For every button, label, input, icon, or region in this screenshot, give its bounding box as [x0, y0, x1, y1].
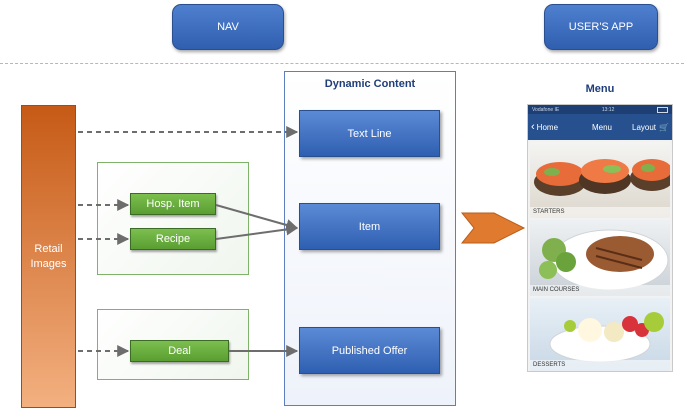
- tile-label-starters: STARTERS: [530, 207, 670, 218]
- text-line-box: Text Line: [299, 110, 440, 157]
- group-hosp-recipe: [97, 162, 249, 275]
- home-back-label: Home: [536, 122, 559, 132]
- layout-label: Layout: [632, 122, 657, 132]
- phone-nav-title: Menu: [591, 122, 612, 132]
- text-line-label: Text Line: [347, 127, 392, 140]
- hosp-item-box: Hosp. Item: [130, 193, 216, 215]
- nav-header-label: NAV: [217, 21, 239, 33]
- item-box: Item: [299, 203, 440, 250]
- phone-nav-bar: ‹ Home Menu Layout 🛒: [528, 114, 672, 140]
- users-app-header-label: USER'S APP: [568, 21, 634, 33]
- tile-desserts[interactable]: DESSERTS: [530, 298, 670, 371]
- phone-status-bar: Vodafone IE 13:12: [528, 105, 672, 114]
- layout-button[interactable]: Layout 🛒: [624, 123, 672, 132]
- published-offer-label: Published Offer: [331, 344, 408, 357]
- retail-label-line1: Retail: [34, 242, 63, 255]
- tile-main-courses[interactable]: MAIN COURSES: [530, 220, 670, 296]
- home-back-button[interactable]: ‹ Home: [528, 121, 580, 133]
- published-offer-box: Published Offer: [299, 327, 440, 374]
- deal-box: Deal: [130, 340, 229, 362]
- users-app-header-button[interactable]: USER'S APP: [544, 4, 658, 50]
- desserts-food-image: [549, 312, 664, 363]
- deal-label: Deal: [168, 345, 191, 357]
- orange-chevron-arrow: [460, 212, 526, 244]
- tile-label-desserts: DESSERTS: [530, 360, 670, 371]
- tile-label-main-courses: MAIN COURSES: [530, 285, 670, 296]
- starters-food-image: [534, 159, 670, 196]
- status-carrier: Vodafone IE: [532, 106, 560, 113]
- tile-starters[interactable]: STARTERS: [530, 142, 670, 218]
- retail-label-line2: Images: [30, 257, 67, 270]
- arrow-hosp-item-to-item: [215, 204, 299, 231]
- phone-mockup: Vodafone IE 13:12 ‹ Home Menu Layout 🛒 S…: [527, 104, 673, 372]
- header-separator: [0, 63, 684, 64]
- nav-header-button[interactable]: NAV: [172, 4, 284, 50]
- app-title: Menu: [585, 83, 615, 95]
- battery-icon: [656, 106, 668, 113]
- chevron-left-icon: ‹: [531, 121, 535, 133]
- cart-icon: 🛒: [659, 122, 669, 132]
- hosp-item-label: Hosp. Item: [146, 198, 200, 210]
- recipe-label: Recipe: [155, 233, 191, 245]
- item-label: Item: [358, 220, 381, 233]
- status-time: 13:12: [601, 106, 615, 113]
- main-courses-food-image: [539, 229, 669, 291]
- dynamic-content-title: Dynamic Content: [324, 78, 416, 90]
- recipe-box: Recipe: [130, 228, 216, 250]
- retail-images-bar: Retail Images: [21, 105, 76, 408]
- arrow-recipe-to-item: [215, 223, 299, 240]
